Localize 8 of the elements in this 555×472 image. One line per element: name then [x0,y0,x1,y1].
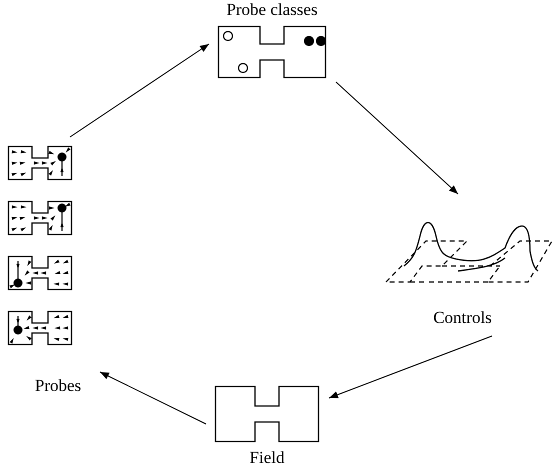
node-label: Field [248,448,286,468]
arrow [328,336,492,398]
node-label: Probes [34,376,82,396]
arrow [336,82,458,194]
arrow [70,44,210,138]
arrow [100,372,206,424]
node-label: Probe classes [225,0,319,20]
node-label: Controls [432,308,493,328]
